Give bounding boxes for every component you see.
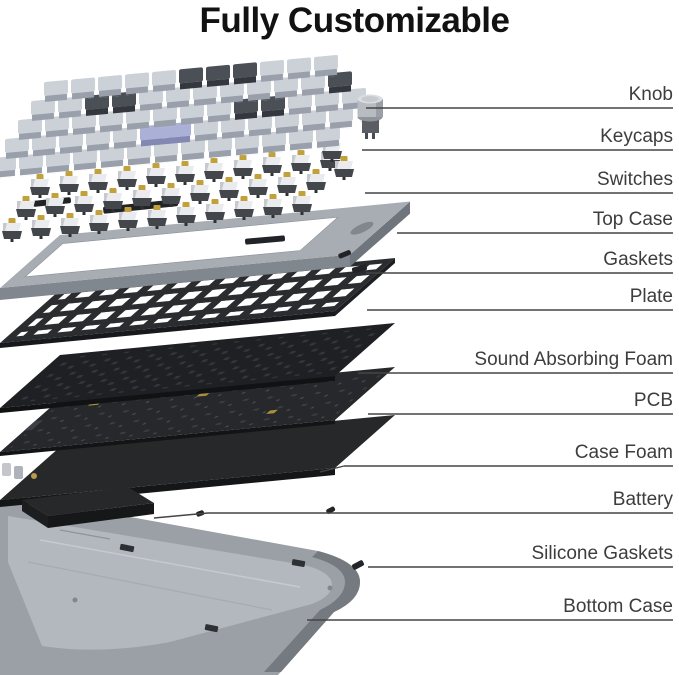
callout-bottom-case-label: Bottom Case [563,596,673,617]
callout-gaskets: Gaskets [603,249,673,271]
callout-battery-label: Battery [612,489,673,510]
callout-top-case: Top Case [593,209,673,231]
callout-silicone-gaskets: Silicone Gaskets [531,543,673,565]
stabilizer-parts [2,463,37,479]
callout-switches: Switches [597,169,673,191]
callout-case-foam-label: Case Foam [574,442,673,463]
callout-knob-label: Knob [628,84,673,105]
battery-part [22,487,154,528]
callout-battery: Battery [613,489,673,511]
callout-knob: Knob [629,84,673,106]
page-title: Fully Customizable [199,1,510,40]
callout-sound-absorbing-foam: Sound Absorbing Foam [474,349,673,371]
bottom-case-part [0,497,360,675]
callout-case-foam: Case Foam [575,442,673,464]
callout-switches-label: Switches [596,169,673,190]
callout-keycaps: Keycaps [600,126,673,148]
keycaps-part [0,54,366,179]
callout-pcb: PCB [634,390,673,412]
leader-lines [153,107,673,621]
callout-pcb-label: PCB [633,390,673,411]
leader-line-case-foam-diagonal [319,465,345,473]
knob-part [357,94,383,139]
top-case-part [0,201,411,300]
leader-line-battery-diagonal [153,512,209,519]
callout-top-case-label: Top Case [592,209,673,230]
callout-gaskets-label: Gaskets [603,249,673,270]
pcb-part [0,366,396,479]
callout-plate: Plate [630,286,673,308]
callout-keycaps-label: Keycaps [600,126,673,147]
callout-bottom-case: Bottom Case [563,596,673,618]
callout-silicone-gaskets-label: Silicone Gaskets [531,543,673,564]
silicone-gaskets-part [196,506,365,570]
callout-sound-absorbing-foam-label: Sound Absorbing Foam [474,349,673,370]
callout-plate-label: Plate [629,286,673,307]
sound-absorbing-foam-part [0,322,396,413]
